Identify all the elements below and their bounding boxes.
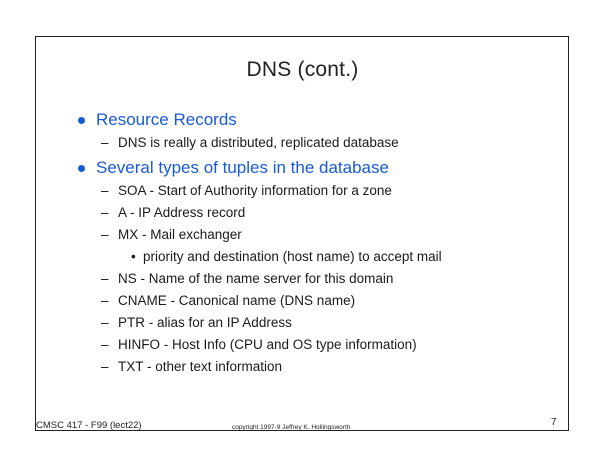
- footer-copyright: copyright 1997-9 Jeffrey K. Hollingswort…: [232, 424, 351, 431]
- dash-marker: –: [101, 183, 109, 198]
- slide-frame: [35, 36, 569, 431]
- slide-title: DNS (cont.): [246, 58, 359, 81]
- dash-marker: –: [101, 315, 109, 330]
- bullet-dot-icon: [78, 117, 85, 124]
- bullet-dot-icon: [78, 165, 85, 172]
- footer-course-label: CMSC 417 - F99 (lect22): [36, 420, 142, 431]
- sub-item-text: CNAME - Canonical name (DNS name): [118, 293, 356, 308]
- sub-item-text: MX - Mail exchanger: [118, 227, 242, 242]
- dash-marker: –: [101, 135, 109, 150]
- bullet-marker: •: [131, 249, 136, 264]
- sub-item-text: PTR - alias for an IP Address: [118, 315, 292, 330]
- dash-marker: –: [101, 205, 109, 220]
- page-number: 7: [551, 417, 557, 428]
- dash-marker: –: [101, 337, 109, 352]
- bullet-text: Resource Records: [96, 110, 237, 129]
- bullet-text: Several types of tuples in the database: [96, 158, 389, 177]
- sub-item-text: HINFO - Host Info (CPU and OS type infor…: [118, 337, 417, 352]
- sub-item-text: DNS is really a distributed, replicated …: [118, 135, 399, 150]
- dash-marker: –: [101, 359, 109, 374]
- dash-marker: –: [101, 271, 109, 286]
- sub-item-text: NS - Name of the name server for this do…: [118, 271, 394, 286]
- dash-marker: –: [101, 227, 109, 242]
- dash-marker: –: [101, 293, 109, 308]
- sub-sub-item-text: priority and destination (host name) to …: [143, 249, 442, 264]
- sub-item-text: TXT - other text information: [118, 359, 283, 374]
- sub-item-text: SOA - Start of Authority information for…: [118, 183, 392, 198]
- sub-item-text: A - IP Address record: [118, 205, 246, 220]
